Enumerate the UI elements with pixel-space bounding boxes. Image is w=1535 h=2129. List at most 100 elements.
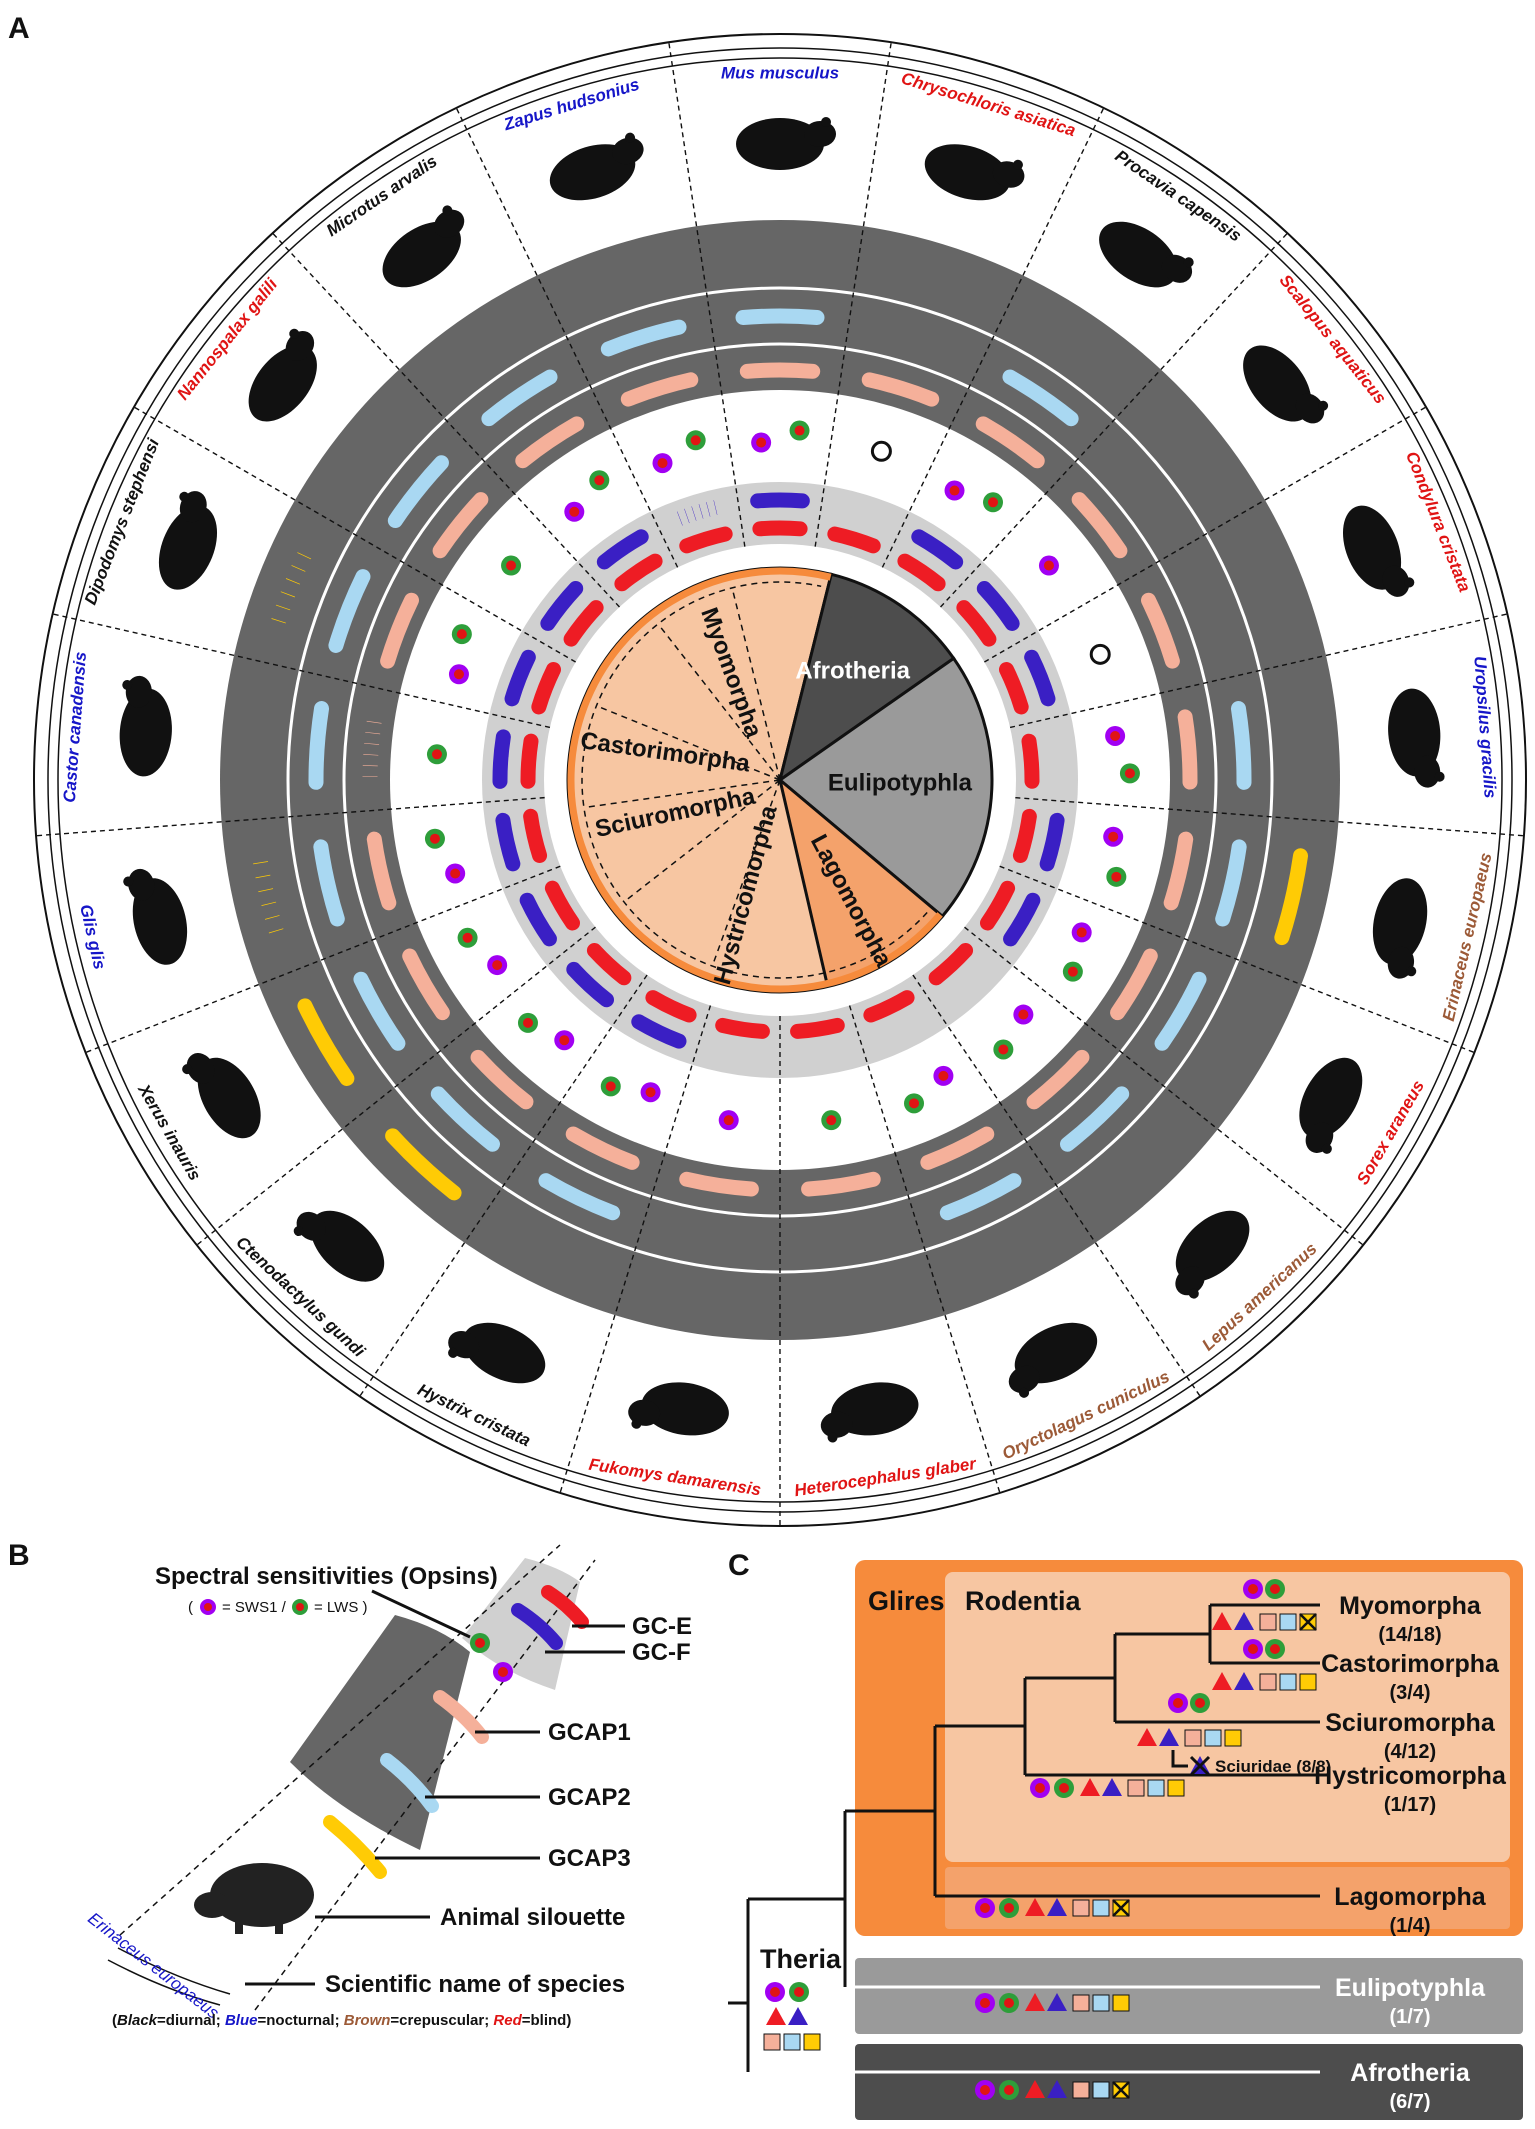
lws-marker — [789, 1982, 809, 2002]
gce-marker — [1025, 1993, 1045, 2011]
clade-label: Afrotheria — [795, 658, 910, 685]
lws-dot — [904, 1093, 925, 1114]
gcap1-marker — [1259, 1673, 1277, 1691]
lws-dot — [1062, 961, 1083, 982]
legend-lws-dot — [470, 1633, 490, 1653]
lws-dot — [600, 1076, 621, 1097]
gce-bar — [645, 990, 697, 1023]
panel-label-b: B — [8, 1539, 30, 1572]
sector-divider — [912, 974, 1201, 1397]
gce-bar — [956, 600, 997, 647]
gce-bar — [897, 553, 946, 592]
gce-bar — [928, 942, 974, 986]
legend-wedge-dark — [290, 1615, 470, 1850]
gcap3-marker — [1112, 1994, 1130, 2012]
taxon-count: (3/4) — [1389, 1682, 1430, 1704]
gcap1-bar — [1163, 831, 1194, 911]
animal-silhouette — [736, 117, 837, 171]
gcap2-marker — [1147, 1779, 1165, 1797]
animal-silhouette — [820, 1382, 919, 1443]
sector-divider — [272, 232, 620, 608]
sws1-dot — [445, 863, 466, 884]
gcap2-marker — [1204, 1729, 1222, 1747]
gcf-marker — [1234, 1672, 1254, 1690]
gcap1-bar — [1177, 709, 1198, 790]
lws-dot — [1106, 866, 1127, 887]
animal-silhouette — [1175, 1210, 1250, 1299]
gce-bar — [715, 1017, 770, 1039]
gce-bar — [614, 553, 663, 592]
lws-marker — [999, 2080, 1019, 2100]
gcap3-bar — [1274, 848, 1309, 946]
gcf-bar — [492, 729, 511, 789]
taxon-name: Lagomorpha — [1334, 1883, 1486, 1911]
rodentia-arc — [581, 581, 928, 979]
gcf-bar — [504, 649, 536, 707]
gcf-marker — [1102, 1778, 1122, 1796]
legend-gce-bar — [541, 1585, 589, 1629]
sws1-dot — [944, 480, 965, 501]
sector-divider — [36, 796, 545, 837]
lws-dot — [685, 430, 706, 451]
gcap2-bar — [600, 319, 687, 357]
gcap1-bar — [432, 492, 489, 559]
animal-silhouette — [182, 1053, 261, 1139]
gcap1-marker — [1072, 1994, 1090, 2012]
gcap2-bar — [1230, 701, 1252, 790]
gcap2-bar — [328, 569, 371, 653]
legend-sws1-dot — [493, 1662, 513, 1682]
sws1-dot — [718, 1110, 739, 1131]
animal-silhouette — [158, 491, 218, 590]
gcap2-bar — [1215, 839, 1247, 927]
label-sciname: Scientific name of species — [325, 1971, 625, 1998]
gce-marker — [1212, 1612, 1232, 1630]
gcap2-marker — [1279, 1673, 1297, 1691]
clade-divider — [583, 779, 781, 809]
taxon-count: (4/12) — [1384, 1741, 1436, 1763]
taxon-name: Myomorpha — [1339, 1592, 1482, 1620]
legend-hedgehog-silhouette — [194, 1863, 314, 1934]
gcap2-bar — [1059, 1086, 1130, 1152]
label-gcap1: GCAP1 — [548, 1719, 631, 1746]
gcap2-marker — [1092, 1994, 1110, 2012]
gcap1-bar — [861, 372, 940, 407]
sector-divider — [964, 926, 1364, 1246]
gcap2-bar — [735, 308, 825, 325]
taxon-name: Afrotheria — [1350, 2059, 1471, 2087]
gcap1-marker — [1184, 1729, 1202, 1747]
lws-marker — [1054, 1778, 1074, 1798]
gcap1-bar — [739, 362, 821, 379]
gce-bar — [1012, 808, 1037, 863]
clade-divider — [657, 623, 781, 781]
gcap2-bar — [308, 701, 330, 790]
sws1-dot — [564, 501, 585, 522]
sws1-marker — [1243, 1639, 1263, 1659]
taxon-name: Hystricomorpha — [1314, 1762, 1507, 1790]
sws1-marker — [1030, 1778, 1050, 1798]
label-silhouette: Animal silouette — [440, 1904, 625, 1931]
sector-divider — [455, 107, 679, 568]
lws-dot — [821, 1110, 842, 1131]
gcf-bar — [566, 961, 615, 1008]
tree-branches — [728, 1603, 1320, 2074]
theria-label: Theria — [760, 1944, 842, 1974]
animal-silhouette — [549, 132, 644, 201]
gcap3-marker — [803, 2033, 821, 2051]
no-opsin-marker — [1089, 643, 1111, 665]
taxon-count: (1/4) — [1389, 1915, 1430, 1937]
gcap2-bar — [430, 1086, 501, 1152]
sector-dividers — [36, 42, 1524, 1527]
legend-panel: Erinaceus europaeus Spectral sensitiviti… — [84, 1544, 692, 2029]
clade-divider — [731, 587, 781, 781]
animal-silhouette — [1008, 1322, 1098, 1398]
sector-divider — [848, 1005, 1001, 1494]
animal-silhouette — [1299, 1057, 1363, 1154]
lws-marker — [999, 1993, 1019, 2013]
sws1-dot — [1103, 826, 1124, 847]
gcap2-bar — [481, 369, 558, 427]
gcf-bar — [495, 812, 521, 872]
gcap1-marker — [1127, 1779, 1145, 1797]
lost-marker — [1189, 1755, 1211, 1777]
sws1-marker — [765, 1982, 785, 2002]
